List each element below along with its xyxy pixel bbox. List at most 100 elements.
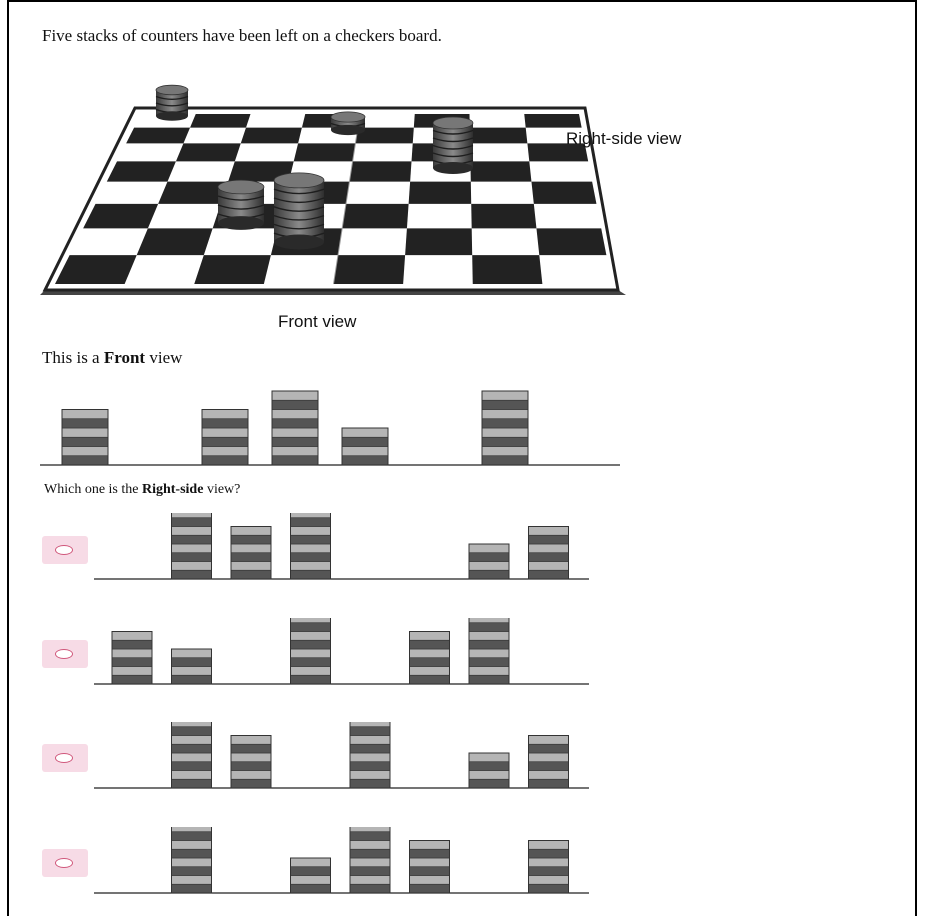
counter-layer-light <box>202 428 248 437</box>
counter-layer-dark <box>112 658 152 667</box>
dark-square <box>126 128 190 144</box>
counter-stack <box>291 618 331 684</box>
counter-layer-dark <box>172 867 212 876</box>
counter-stack <box>410 632 450 685</box>
counter-layer-dark <box>529 553 569 562</box>
dark-square <box>470 161 531 181</box>
counter-layer-light <box>172 649 212 658</box>
counter-layer-dark <box>272 400 318 409</box>
counter-stack <box>529 841 569 894</box>
counter-layer-light <box>231 753 271 762</box>
counter-layer-dark <box>62 419 108 428</box>
counter-stack <box>350 827 390 893</box>
counter-stack <box>202 410 248 466</box>
dark-square <box>107 161 176 181</box>
counter-stack <box>112 632 152 685</box>
counter-layer-light <box>291 876 331 885</box>
counter-layer-light <box>482 410 528 419</box>
counter-layer-dark <box>350 849 390 858</box>
counter-layer-light <box>410 632 450 641</box>
counter-stack <box>350 722 390 788</box>
counter-layer-light <box>410 667 450 676</box>
stack-body <box>433 123 473 168</box>
stack-bottom <box>156 111 188 121</box>
counter-stack <box>410 841 450 894</box>
counter-layer-light <box>172 827 212 832</box>
counter-layer-dark <box>272 456 318 465</box>
counter-layer-light <box>342 447 388 456</box>
counter-layer-dark <box>469 570 509 579</box>
counter-layer-light <box>231 527 271 536</box>
option-2-radio[interactable] <box>42 640 88 668</box>
counter-layer-dark <box>231 570 271 579</box>
counter-layer-dark <box>231 762 271 771</box>
counter-layer-dark <box>350 744 390 753</box>
counter-layer-light <box>272 391 318 400</box>
front-view-title: This is a Front view <box>42 348 182 368</box>
counter-layer-dark <box>529 762 569 771</box>
dark-square <box>176 143 241 161</box>
counter-layer-light <box>291 513 331 518</box>
dark-square <box>241 128 302 144</box>
counter-layer-light <box>350 771 390 780</box>
counter-layer-light <box>172 562 212 571</box>
option-3-radio[interactable] <box>42 744 88 772</box>
counter-layer-light <box>469 618 509 623</box>
counter-layer-dark <box>291 535 331 544</box>
counter-stack <box>291 513 331 579</box>
counter-layer-dark <box>350 867 390 876</box>
counter-layer-light <box>291 618 331 623</box>
counter-layer-light <box>350 753 390 762</box>
radio-oval-icon <box>55 753 73 763</box>
counter-layer-dark <box>469 675 509 684</box>
dark-square <box>524 114 581 128</box>
counter-layer-light <box>172 667 212 676</box>
counter-layer-dark <box>172 675 212 684</box>
counter-layer-dark <box>291 623 331 632</box>
radio-oval-icon <box>55 649 73 659</box>
counter-layer-light <box>172 722 212 727</box>
counter-stack <box>231 527 271 580</box>
counter-layer-dark <box>172 553 212 562</box>
counter-layer-light <box>482 428 528 437</box>
photo-counter-stack <box>433 117 473 174</box>
counter-layer-light <box>172 841 212 850</box>
counter-stack <box>529 736 569 789</box>
option-4-radio[interactable] <box>42 849 88 877</box>
counter-layer-light <box>272 428 318 437</box>
counter-layer-dark <box>342 456 388 465</box>
counter-stack <box>62 410 108 466</box>
counter-layer-light <box>469 562 509 571</box>
counter-layer-light <box>529 544 569 553</box>
counter-layer-light <box>410 841 450 850</box>
front-view-diagram <box>40 388 624 470</box>
counter-layer-dark <box>350 832 390 841</box>
option-1-radio[interactable] <box>42 536 88 564</box>
counter-layer-light <box>172 858 212 867</box>
counter-layer-dark <box>291 570 331 579</box>
dark-square <box>342 204 408 229</box>
counter-layer-dark <box>410 640 450 649</box>
counter-layer-dark <box>291 675 331 684</box>
counter-layer-dark <box>202 456 248 465</box>
photo-counter-stack <box>156 85 188 121</box>
counter-layer-dark <box>172 779 212 788</box>
counter-layer-dark <box>291 640 331 649</box>
counter-layer-light <box>482 447 528 456</box>
counter-layer-dark <box>291 553 331 562</box>
dark-square <box>190 114 250 128</box>
counter-layer-dark <box>62 437 108 446</box>
counter-layer-light <box>291 649 331 658</box>
counter-layer-dark <box>291 884 331 893</box>
counter-layer-light <box>172 876 212 885</box>
counter-layer-light <box>342 428 388 437</box>
counter-stack <box>342 428 388 465</box>
counter-layer-dark <box>529 744 569 753</box>
dark-square <box>158 182 228 204</box>
dark-square <box>470 128 528 144</box>
counter-layer-light <box>272 447 318 456</box>
counter-layer-dark <box>172 570 212 579</box>
counter-layer-light <box>410 649 450 658</box>
dark-square <box>405 228 472 255</box>
counter-layer-dark <box>231 779 271 788</box>
